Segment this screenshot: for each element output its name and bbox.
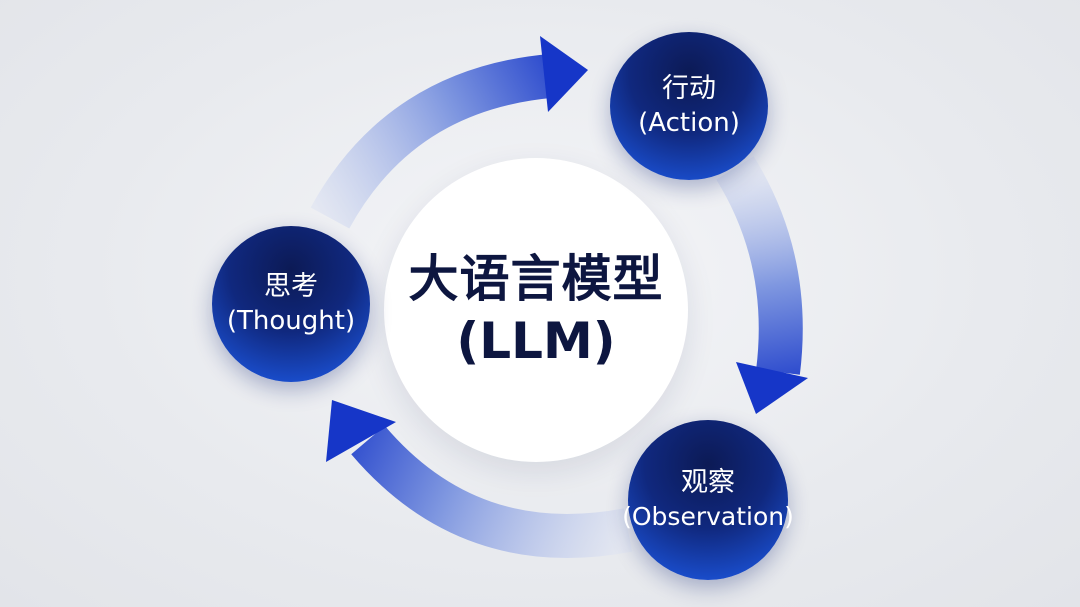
arrow-observation-to-thought [326,400,633,558]
observation-node: 观察 (Observation) [622,420,794,580]
thought-label-en: (Thought) [226,306,356,336]
observation-label-en: (Observation) [622,502,794,531]
thought-label-zh: 思考 [264,271,318,302]
thought-node: 思考 (Thought) [212,226,370,382]
action-label-zh: 行动 [662,73,716,104]
observation-label-zh: 观察 [681,467,735,498]
arrow-action-to-observation [716,156,808,414]
llm-center-circle: 大语言模型 (LLM) [384,158,688,462]
action-node: 行动 (Action) [610,32,768,180]
llm-title-zh: 大语言模型 [408,250,664,308]
action-label-en: (Action) [638,108,740,138]
llm-title-en: (LLM) [456,312,616,370]
arrow-thought-to-action [310,36,588,229]
